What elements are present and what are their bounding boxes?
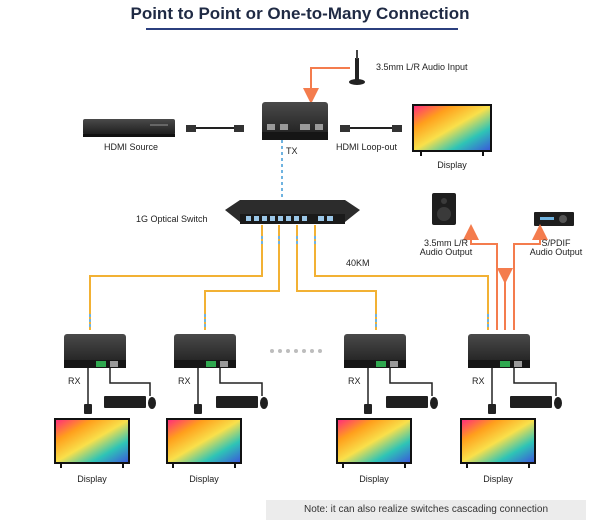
title-underline [146,28,458,30]
top-display [412,104,492,156]
av-receiver-icon [534,212,574,226]
note-banner: Note: it can also realize switches casca… [266,500,586,520]
audio-output-label-1: 3.5mm L/R [423,238,468,248]
receiver-unit-1 [54,334,156,468]
display-label-1: Display [77,474,107,484]
audio-output-label-2: Audio Output [419,247,473,257]
diagram-title: Point to Point or One-to-Many Connection [130,4,470,23]
receiver-unit-3 [336,334,438,468]
receiver-unit-4 [460,334,562,468]
rx-label-1: RX [68,376,81,386]
hdmi-source-device [83,119,175,137]
hdmi-loopout-label: HDMI Loop-out [336,142,398,152]
top-display-label: Display [437,160,467,170]
tx-label: TX [286,146,298,156]
receiver-unit-2 [166,334,268,468]
hdmi-loopout-cable-icon [340,125,402,132]
distance-label: 40KM [346,258,370,268]
spdif-audio-line [513,224,548,330]
more-receivers-dots [270,349,322,353]
speaker-icon [432,193,456,225]
spdif-label-2: Audio Output [529,247,583,257]
analog-audio-line [463,224,498,330]
display-label-3: Display [359,474,389,484]
spdif-label-1: S/PDIF [541,238,571,248]
hdmi-cable-icon [186,125,244,132]
optical-switch-device [225,200,360,224]
fiber-cables [89,225,489,330]
rx-label-3: RX [348,376,361,386]
audio-input-label: 3.5mm L/R Audio Input [376,62,468,72]
rx-label-2: RX [178,376,191,386]
display-label-2: Display [189,474,219,484]
tx-transmitter-device [262,102,328,140]
antenna-icon [349,50,365,85]
display-label-4: Display [483,474,513,484]
audio-input-line [303,67,350,104]
optical-switch-label: 1G Optical Switch [136,214,208,224]
hdmi-source-label: HDMI Source [104,142,159,152]
rx-label-4: RX [472,376,485,386]
